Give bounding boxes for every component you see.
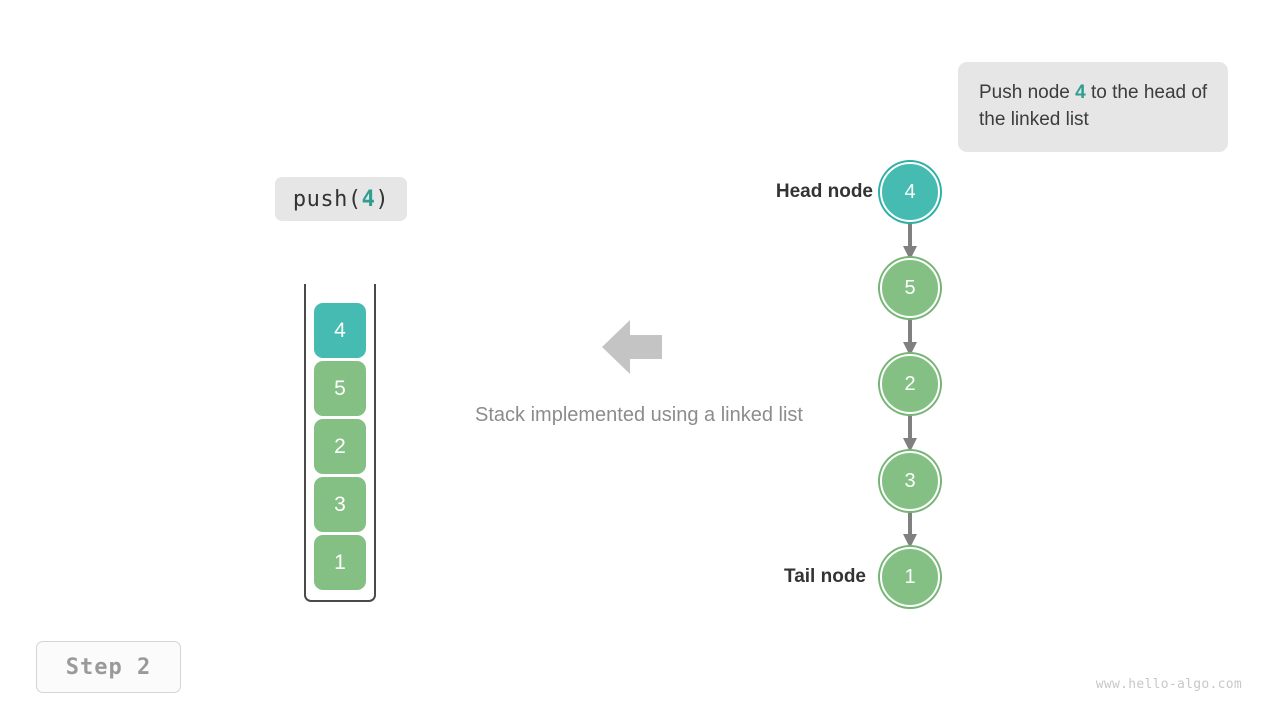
callout-text-after: to the head of the linked list (979, 82, 1208, 130)
stack-cell-value: 3 (334, 492, 346, 516)
stack-cell: 4 (314, 303, 366, 358)
callout-box: Push node 4 to the head of the linked li… (958, 62, 1228, 152)
linked-list-node-value: 5 (904, 276, 916, 299)
stack-cell-value: 2 (334, 434, 346, 458)
linked-list-node: 4 (880, 162, 940, 222)
stack-cell: 5 (314, 361, 366, 416)
watermark: www.hello-algo.com (1095, 677, 1242, 692)
stack-cell: 3 (314, 477, 366, 532)
linked-list-node-value: 4 (904, 180, 916, 203)
diagram-caption-text: Stack implemented using a linked list (475, 404, 803, 426)
tail-node-label: Tail node (784, 566, 866, 587)
stack-frame (304, 284, 376, 602)
operation-suffix: ) (375, 186, 390, 212)
diagram-caption: Stack implemented using a linked list (0, 404, 1280, 427)
head-node-label: Head node (775, 181, 873, 202)
stack-cell: 1 (314, 535, 366, 590)
stack-cell-value: 1 (334, 550, 346, 574)
step-badge: Step 2 (36, 641, 181, 693)
linked-list-node: 3 (880, 451, 940, 511)
stack-cell: 2 (314, 419, 366, 474)
linked-list-node-value: 1 (904, 565, 916, 588)
linked-list-node: 2 (880, 354, 940, 414)
callout-text-before: Push node (979, 82, 1076, 103)
linked-list-node-value: 2 (904, 372, 916, 395)
operation-chip: push(4) (275, 177, 407, 221)
link-arrow-icon (903, 222, 917, 260)
left-arrow-icon (602, 320, 662, 374)
linked-list-visualization: 4 5 2 3 1 (880, 150, 960, 620)
linked-list-node: 1 (880, 547, 940, 607)
link-arrow-icon (903, 318, 917, 356)
callout-highlight-value: 4 (1075, 82, 1086, 103)
operation-argument: 4 (361, 186, 376, 212)
stack-cell-value: 4 (334, 318, 346, 342)
stack-container: 4 5 2 3 1 (304, 284, 376, 602)
operation-prefix: push( (292, 186, 362, 212)
stack-cell-list: 4 5 2 3 1 (314, 303, 366, 590)
linked-list-node-value: 3 (904, 469, 916, 492)
linked-list-node: 5 (880, 258, 940, 318)
link-arrow-icon (903, 510, 917, 548)
stack-cell-value: 5 (334, 376, 346, 400)
link-arrow-icon (903, 414, 917, 452)
